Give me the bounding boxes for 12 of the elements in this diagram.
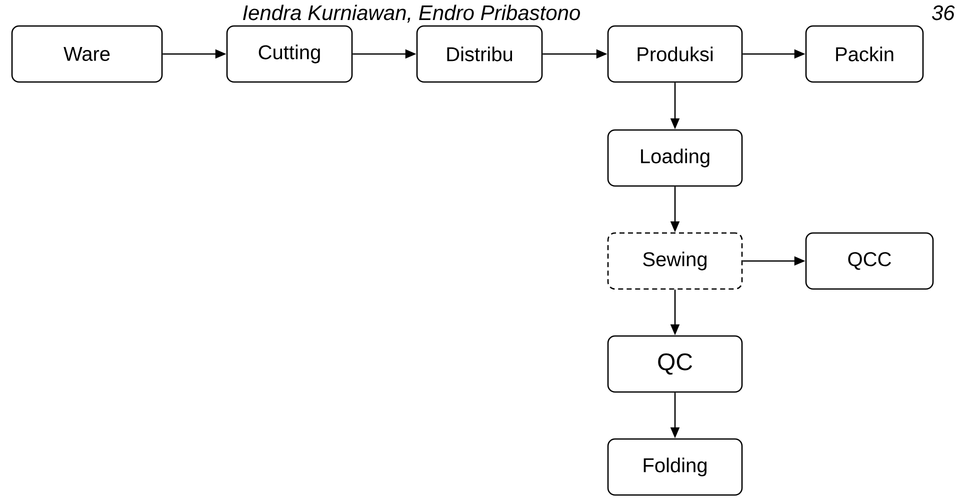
page-number: 36	[932, 5, 955, 20]
process-box: QCC	[805, 232, 934, 290]
process-box: Ware	[11, 25, 163, 83]
process-box: Loading	[607, 129, 743, 187]
process-box: Distribu	[416, 25, 543, 83]
process-box: Folding	[607, 438, 743, 496]
process-box: Sewing	[607, 232, 743, 290]
process-box: Cutting	[226, 25, 353, 83]
process-box: QC	[607, 335, 743, 393]
process-box: Produksi	[607, 25, 743, 83]
process-box: Packin	[805, 25, 924, 83]
page-header: Iendra Kurniawan, Endro Pribastono	[243, 4, 580, 23]
